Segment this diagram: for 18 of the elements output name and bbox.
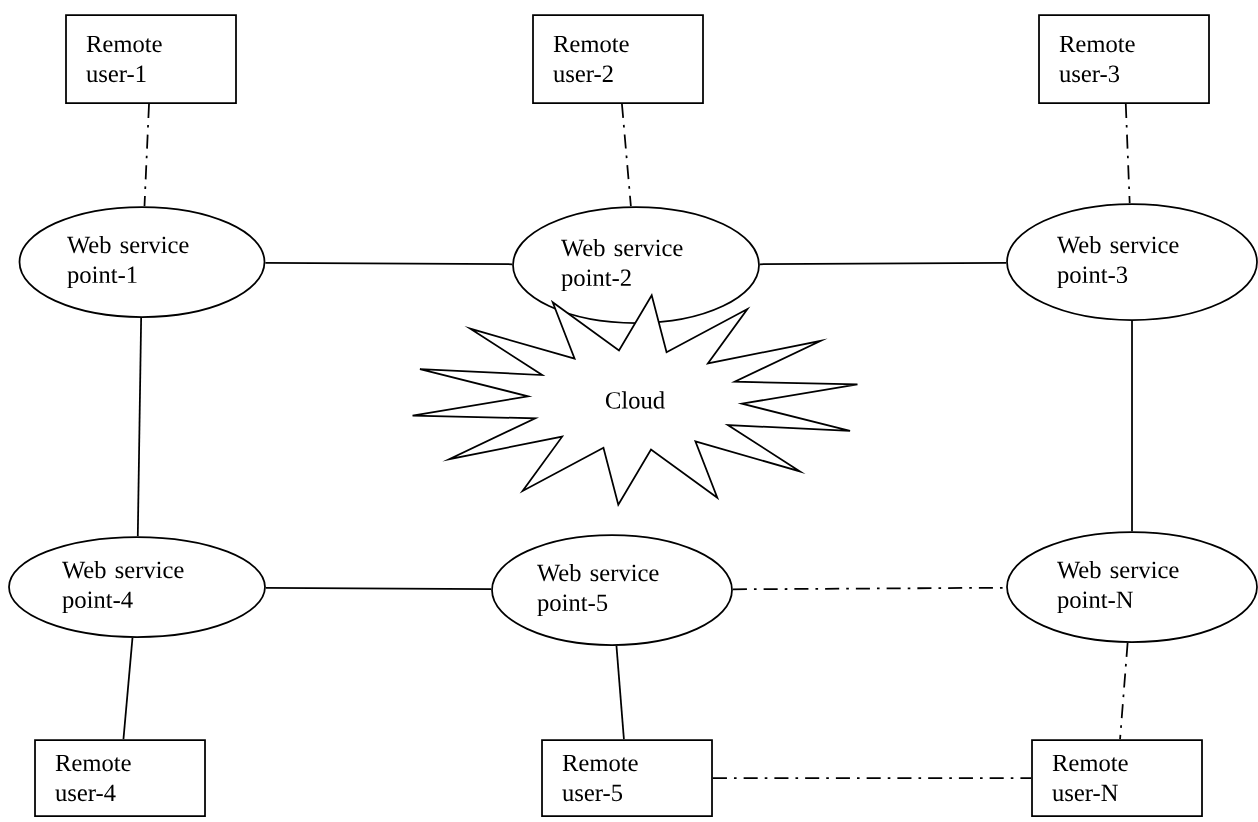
connector-line [1124, 103, 1131, 204]
connector-line [1131, 320, 1133, 532]
connector-line [264, 261, 513, 266]
connector-line [265, 586, 492, 591]
user-box: Remote user-5 [541, 739, 713, 817]
user-box: Remote user-1 [65, 14, 237, 104]
user-box: Remote user-4 [34, 739, 206, 817]
connector-line [143, 103, 150, 208]
connector-line [621, 103, 632, 208]
connector-line [759, 261, 1007, 266]
connector-line [136, 317, 143, 537]
connector-line [1119, 642, 1129, 740]
connector-line [712, 777, 1032, 779]
connector-line [122, 636, 134, 740]
user-box: Remote user-3 [1038, 14, 1210, 104]
connector-line [615, 644, 625, 740]
user-box: Remote user-2 [532, 14, 704, 104]
user-box: Remote user-N [1031, 739, 1203, 817]
